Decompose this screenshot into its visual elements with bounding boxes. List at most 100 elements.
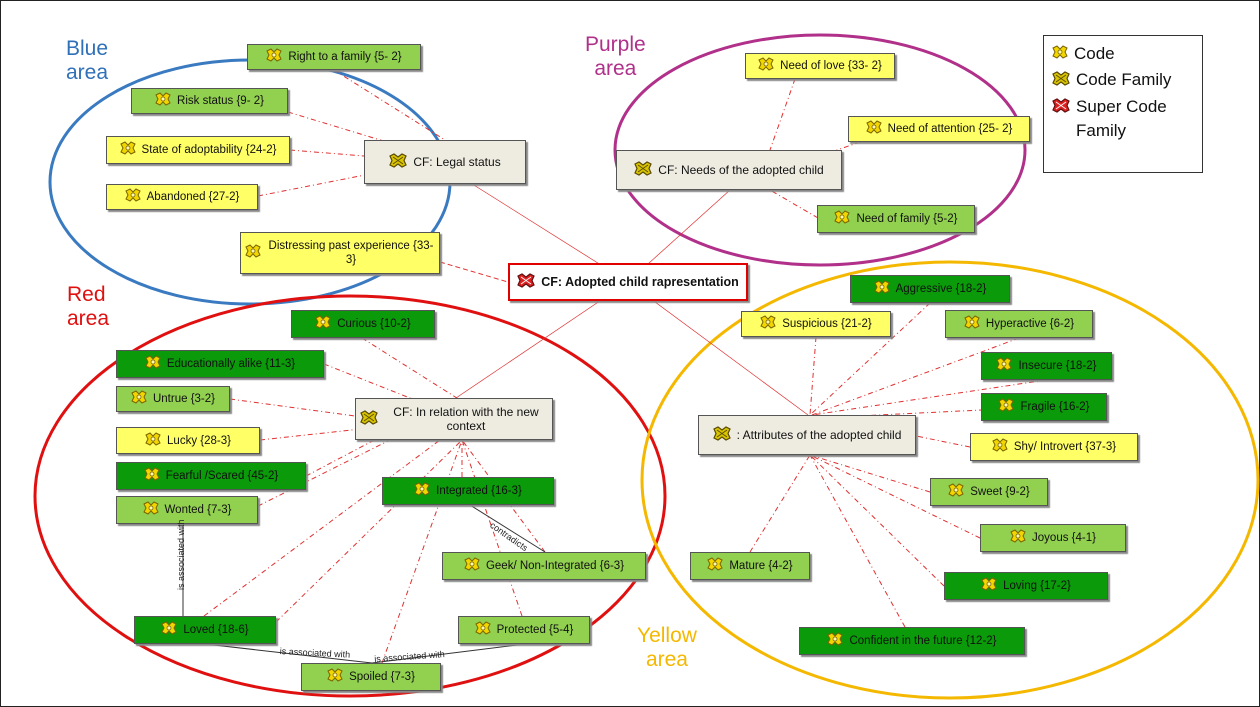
link-line bbox=[811, 337, 1020, 416]
link-line bbox=[289, 149, 365, 157]
code-joyous[interactable]: Joyous {4-1} bbox=[980, 524, 1126, 552]
code-protected[interactable]: Protected {5-4} bbox=[458, 616, 590, 644]
links-layer bbox=[182, 69, 1047, 664]
code-icon bbox=[474, 621, 491, 639]
code-curious[interactable]: Curious {10-2} bbox=[291, 310, 435, 338]
code-risk-status[interactable]: Risk status {9- 2} bbox=[131, 88, 288, 114]
code-icon bbox=[124, 188, 141, 206]
code-suspicious[interactable]: Suspicious {21-2} bbox=[741, 311, 891, 337]
super-code-family-icon bbox=[517, 273, 536, 291]
code-integrated[interactable]: Integrated {16-3} bbox=[382, 477, 554, 505]
code-icon bbox=[760, 315, 776, 333]
red-area-ellipse bbox=[33, 294, 667, 698]
link-line bbox=[204, 643, 373, 664]
link-line bbox=[769, 78, 796, 151]
super-code-family-node[interactable]: CF: Adopted child rapresentation bbox=[508, 263, 748, 301]
code-fragile[interactable]: Fragile {16-2} bbox=[981, 393, 1107, 421]
code-aggressive[interactable]: Aggressive {18-2} bbox=[850, 275, 1010, 303]
code-abandoned[interactable]: Abandoned {27-2} bbox=[106, 184, 258, 210]
yellow-area-label: Yellow area bbox=[637, 624, 697, 671]
code-icon bbox=[964, 315, 980, 333]
code-icon bbox=[245, 244, 261, 262]
code-icon bbox=[144, 467, 160, 485]
code-loving[interactable]: Loving {17-2} bbox=[944, 572, 1108, 600]
code-icon bbox=[758, 57, 774, 75]
code-insecure[interactable]: Insecure {18-2} bbox=[981, 352, 1112, 380]
link-line bbox=[257, 173, 371, 197]
code-need-of-family[interactable]: Need of family {5-2} bbox=[817, 205, 975, 233]
link-line bbox=[361, 337, 461, 401]
yellow-area-ellipse bbox=[640, 260, 1260, 700]
code-icon bbox=[707, 557, 724, 575]
legend-item-super-code-family: Super Code Family bbox=[1052, 95, 1202, 143]
link-line bbox=[333, 69, 446, 141]
code-mature[interactable]: Mature {4-2} bbox=[690, 552, 810, 580]
code-spoiled[interactable]: Spoiled {7-3} bbox=[301, 663, 441, 691]
link-line bbox=[461, 439, 546, 553]
code-icon bbox=[145, 355, 161, 373]
code-shy-introvert[interactable]: Shy/ Introvert {37-3} bbox=[970, 433, 1138, 461]
legend-item-code-family: Code Family bbox=[1052, 68, 1202, 93]
legend: Code Code Family Super Code Family bbox=[1043, 35, 1203, 173]
link-line bbox=[809, 454, 931, 493]
code-confident-in-future[interactable]: Confident in the future {12-2} bbox=[799, 627, 1025, 655]
link-line bbox=[452, 281, 629, 401]
link-line bbox=[809, 454, 906, 628]
link-line bbox=[441, 164, 629, 283]
link-line bbox=[469, 504, 546, 553]
blue-area-label: Blue area bbox=[66, 37, 109, 84]
code-family-attributes[interactable]: : Attributes of the adopted child bbox=[698, 415, 916, 455]
code-lucky[interactable]: Lucky {28-3} bbox=[116, 427, 260, 454]
link-line bbox=[461, 439, 523, 617]
link-line bbox=[915, 435, 971, 448]
code-icon bbox=[981, 577, 997, 595]
code-sweet[interactable]: Sweet {9-2} bbox=[930, 478, 1048, 506]
code-loved[interactable]: Loved {18-6} bbox=[134, 616, 276, 644]
link-line bbox=[809, 336, 817, 416]
code-icon bbox=[865, 120, 882, 138]
code-icon bbox=[992, 438, 1008, 456]
code-icon bbox=[827, 632, 844, 650]
purple-area-label: Purple area bbox=[585, 33, 646, 80]
code-family-icon bbox=[389, 153, 408, 171]
super-code-family-icon bbox=[1052, 95, 1076, 120]
code-family-icon bbox=[360, 410, 378, 428]
code-icon bbox=[996, 357, 1013, 375]
relation-label-associated-vertical: is associated with bbox=[176, 519, 186, 590]
link-line bbox=[811, 379, 1047, 416]
code-icon bbox=[998, 398, 1015, 416]
code-educationally-alike[interactable]: Educationally alike {11-3} bbox=[116, 350, 324, 378]
link-line bbox=[809, 454, 945, 587]
link-line bbox=[257, 439, 391, 507]
code-icon bbox=[315, 315, 331, 333]
code-distressing-past-experience[interactable]: Distressing past experience {33-3} bbox=[240, 232, 440, 274]
legend-item-code: Code bbox=[1052, 42, 1202, 66]
code-geek-non-integrated[interactable]: Geek/ Non-Integrated {6-3} bbox=[442, 552, 646, 580]
code-family-icon bbox=[712, 426, 731, 444]
link-line bbox=[381, 439, 463, 664]
code-icon bbox=[873, 280, 890, 298]
code-fearful-scared[interactable]: Fearful /Scared {45-2} bbox=[116, 462, 306, 490]
link-line bbox=[627, 281, 809, 416]
code-icon bbox=[266, 48, 283, 66]
code-icon bbox=[948, 483, 964, 501]
code-family-new-context[interactable]: CF: In relation with the new context bbox=[355, 398, 553, 440]
code-state-of-adoptability[interactable]: State of adoptability {24-2} bbox=[106, 136, 290, 164]
code-icon bbox=[142, 501, 159, 519]
code-family-icon bbox=[1052, 68, 1076, 93]
code-wonted[interactable]: Wonted {7-3} bbox=[116, 496, 258, 524]
code-icon bbox=[145, 431, 161, 450]
code-hyperactive[interactable]: Hyperactive {6-2} bbox=[945, 310, 1093, 338]
code-need-of-love[interactable]: Need of love {33- 2} bbox=[745, 53, 895, 79]
code-right-to-family[interactable]: Right to a family {5- 2} bbox=[247, 44, 421, 70]
link-line bbox=[809, 302, 931, 416]
link-line bbox=[371, 643, 526, 664]
red-area-label: Red area bbox=[67, 283, 110, 330]
purple-area-ellipse bbox=[613, 33, 1027, 267]
code-family-legal-status[interactable]: CF: Legal status bbox=[364, 140, 526, 184]
code-untrue[interactable]: Untrue {3-2} bbox=[116, 386, 230, 412]
code-need-of-attention[interactable]: Need of attention {25- 2} bbox=[848, 116, 1030, 142]
code-icon bbox=[464, 557, 480, 575]
link-line bbox=[809, 454, 981, 539]
code-family-needs[interactable]: CF: Needs of the adopted child bbox=[616, 150, 842, 190]
